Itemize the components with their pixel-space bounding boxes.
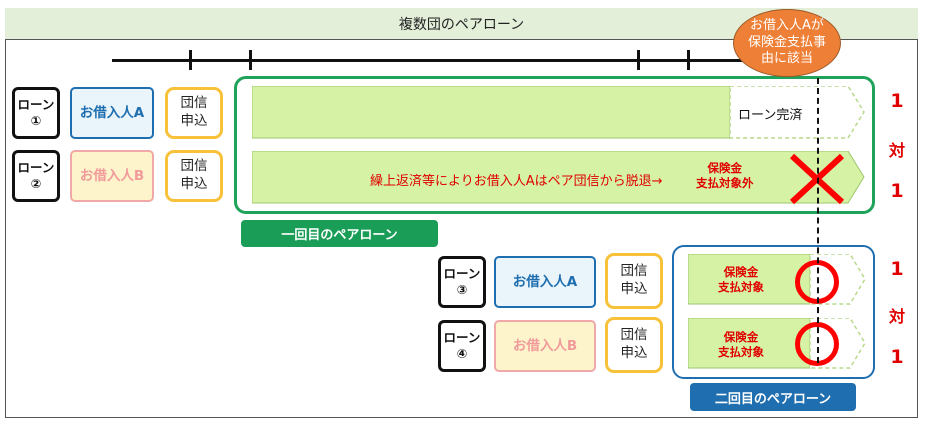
loan-label: ローン xyxy=(443,330,481,346)
dan-shin-application-box: 団信申込 xyxy=(605,253,663,309)
loan-label: ローン xyxy=(17,160,55,176)
bubble-text: 由に該当 xyxy=(760,51,813,67)
loan-number: ④ xyxy=(456,346,468,361)
ratio-mid: 対 xyxy=(888,307,905,326)
status-text: 保険金 xyxy=(723,265,759,279)
status-text: 保険金 xyxy=(723,330,759,344)
loan-2-bar xyxy=(252,151,865,204)
ratio-mid: 対 xyxy=(888,141,905,160)
ratio-bottom: 1 xyxy=(890,346,904,368)
status-text: 支払対象 xyxy=(718,279,764,294)
ratio-top: 1 xyxy=(890,90,904,112)
second-pair-loan-group xyxy=(672,245,875,379)
dan-shin-application-box: 団信申込 xyxy=(605,317,663,373)
dan-label: 団信 xyxy=(180,158,208,175)
borrower-label: お借入人A xyxy=(512,273,578,290)
dan-label: 団信 xyxy=(620,263,648,280)
borrower-a-box: お借入人A xyxy=(494,256,596,308)
not-covered-label: 保険金支払対象外 xyxy=(696,161,754,191)
loan-label: ローン xyxy=(443,266,481,282)
first-pair-loan-group xyxy=(234,76,875,214)
status-text: 保険金 xyxy=(707,161,743,175)
dan-label: 団信 xyxy=(620,327,648,344)
second-pair-loan-label: 二回目のペアローン xyxy=(690,383,856,411)
loan-number: ② xyxy=(30,176,42,191)
borrower-label: お借入人B xyxy=(79,167,145,184)
dan-shin-application-box: 団信申込 xyxy=(165,87,223,139)
withdrawal-text: 繰上返済等によりお借入人Aはペア団信から脱退→ xyxy=(370,174,663,189)
loan-label: ローン xyxy=(17,97,55,113)
loan-completed-text: ローン完済 xyxy=(738,108,803,123)
dan-label: 申込 xyxy=(620,281,648,297)
borrower-a-box: お借入人A xyxy=(70,87,154,139)
ratio-top: 1 xyxy=(890,258,904,280)
event-dashed-line xyxy=(817,78,819,363)
timeline-tick xyxy=(249,50,252,70)
loan-3-bar xyxy=(688,254,866,305)
timeline-tick xyxy=(687,50,690,70)
dan-label: 団信 xyxy=(180,95,208,112)
status-text: 支払対象外 xyxy=(696,175,754,190)
loan-4-bar xyxy=(688,318,866,369)
dan-shin-application-box: 団信申込 xyxy=(165,150,223,202)
timeline-tick xyxy=(189,50,192,70)
loan-number: ③ xyxy=(456,282,468,297)
borrower-b-box: お借入人B xyxy=(70,150,154,202)
bubble-text: 保険金支払事 xyxy=(747,34,826,50)
borrower-label: お借入人B xyxy=(512,337,578,354)
timeline xyxy=(112,59,812,62)
event-bubble: お借入人Aが保険金支払事由に該当 xyxy=(733,9,841,77)
first-pair-loan-label: 一回目のペアローン xyxy=(241,220,438,247)
timeline-tick xyxy=(637,50,640,70)
loan-1-bar xyxy=(252,86,865,139)
loan-number: ① xyxy=(30,113,42,128)
covered-label: 保険金支払対象 xyxy=(718,265,764,295)
borrower-label: お借入人A xyxy=(79,104,145,121)
dan-label: 申込 xyxy=(180,176,208,192)
borrower-b-box: お借入人B xyxy=(494,320,596,372)
dan-label: 申込 xyxy=(620,345,648,361)
ratio-bottom: 1 xyxy=(890,180,904,202)
dan-label: 申込 xyxy=(180,113,208,129)
status-text: 支払対象 xyxy=(718,344,764,359)
title-text: 複数団のペアローン xyxy=(398,16,525,33)
bubble-text: お借入人Aが xyxy=(750,17,824,33)
covered-label: 保険金支払対象 xyxy=(718,330,764,360)
